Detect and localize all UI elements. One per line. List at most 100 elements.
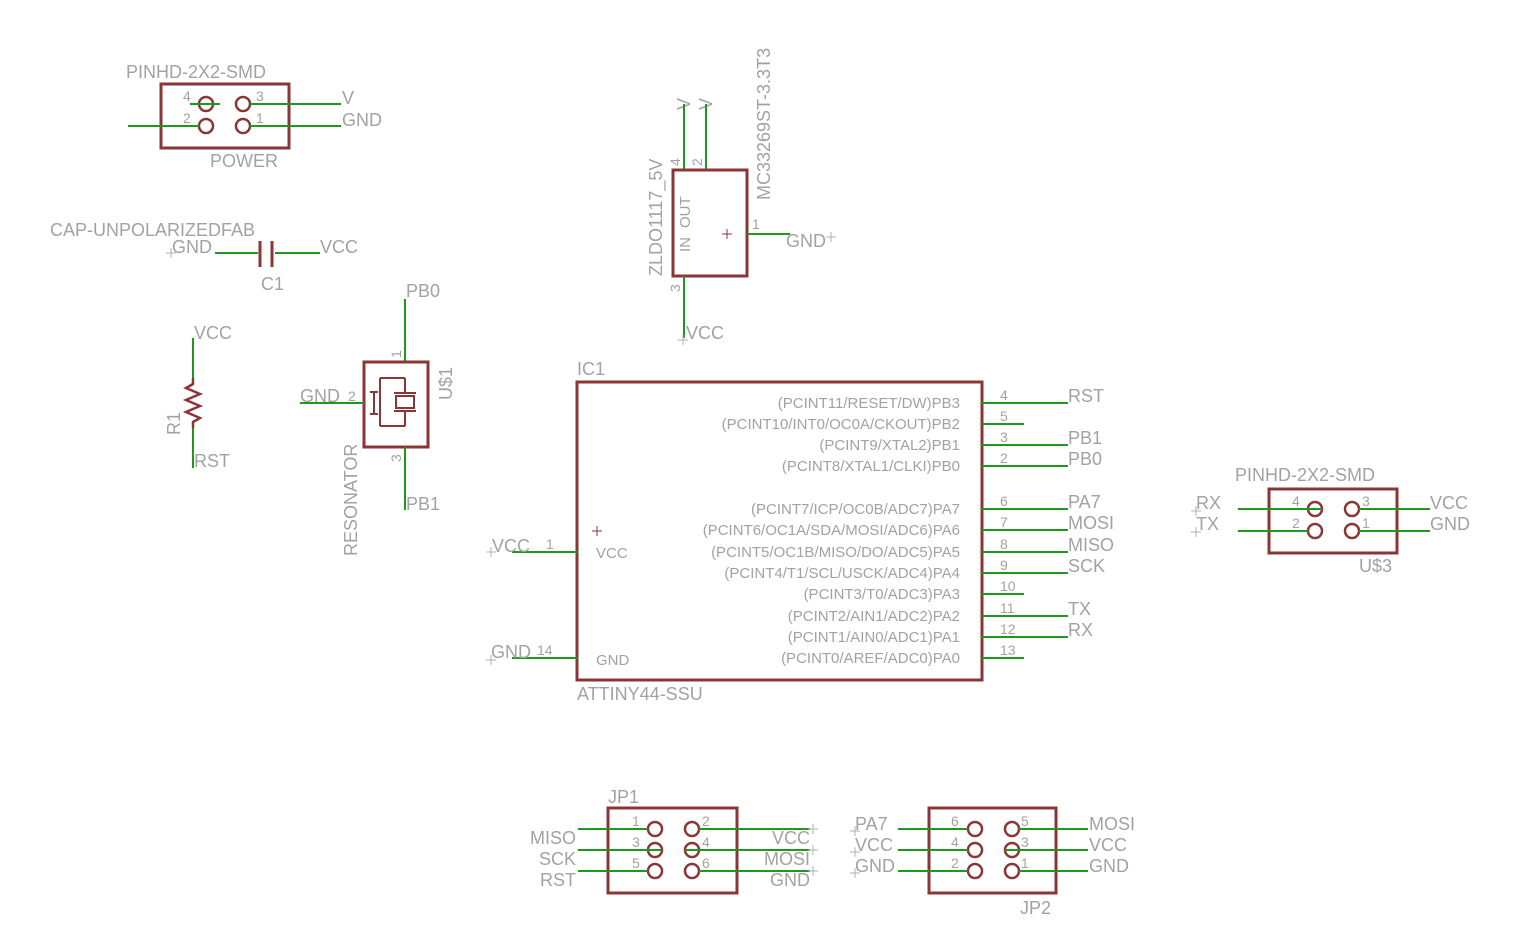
u3-net-vcc: VCC bbox=[1430, 493, 1468, 513]
jp2-pin-1: 1 bbox=[1021, 855, 1029, 871]
power-pin-1: 1 bbox=[256, 110, 264, 126]
ic1-pin-number: 8 bbox=[1000, 536, 1008, 552]
jp2-net-vcc-right: VCC bbox=[1089, 835, 1127, 855]
ic1-pin-name: (PCINT5/OC1B/MISO/DO/ADC5)PA5 bbox=[711, 544, 960, 561]
regulator-value: MC33269ST-3.3T3 bbox=[754, 48, 774, 200]
ic1-pin-name: (PCINT9/XTAL2)PB1 bbox=[819, 437, 960, 454]
u3-pad-2 bbox=[1306, 522, 1324, 540]
power-pin-3: 3 bbox=[256, 88, 264, 104]
jp1-pad-6 bbox=[683, 862, 701, 880]
ic1-attiny44[interactable]: IC1 VCC GND 1 14 VCC GND (PCINT11/RESET/… bbox=[486, 359, 1114, 704]
jp2-pin-3: 3 bbox=[1021, 834, 1029, 850]
regulator[interactable]: V V MC33269ST-3.3T3 ZLDO1117_5V 4 2 IN O… bbox=[646, 48, 836, 345]
power-header-label: POWER bbox=[210, 151, 278, 171]
jp2-pad-2 bbox=[966, 862, 984, 880]
regulator-gnd-net: GND bbox=[786, 231, 826, 251]
ic1-pin-number: 4 bbox=[1000, 387, 1008, 403]
power-header-body bbox=[159, 82, 291, 150]
ic1-gnd-net: GND bbox=[491, 642, 531, 662]
jp1-pad-5 bbox=[646, 862, 664, 880]
regulator-out-label: OUT bbox=[677, 196, 694, 228]
r1-zigzag bbox=[182, 378, 204, 428]
ic1-gnd-pin-num: 14 bbox=[537, 642, 553, 658]
ic1-pin-net: PB0 bbox=[1068, 449, 1102, 469]
ic1-pin-name: (PCINT3/T0/ADC3)PA3 bbox=[804, 586, 960, 603]
ic1-pin-number: 7 bbox=[1000, 514, 1008, 530]
regulator-net-v1: V bbox=[674, 98, 694, 110]
ic1-pin-name: (PCINT6/OC1A/SDA/MOSI/ADC6)PA6 bbox=[703, 522, 960, 539]
ic1-pin-net: RST bbox=[1068, 386, 1104, 406]
ic1-pin-number: 10 bbox=[1000, 578, 1016, 594]
power-header-name: PINHD-2X2-SMD bbox=[126, 62, 266, 82]
resonator-top-net: PB0 bbox=[406, 281, 440, 301]
jp2-pad-4 bbox=[966, 841, 984, 859]
jp1-pad-1 bbox=[646, 820, 664, 838]
ic1-pin-number: 9 bbox=[1000, 557, 1008, 573]
jp2-net-gnd-right: GND bbox=[1089, 856, 1129, 876]
ic1-pin-name: (PCINT4/T1/SCL/USCK/ADC4)PA4 bbox=[724, 565, 960, 582]
ic1-pin-number: 5 bbox=[1000, 408, 1008, 424]
jp2-pin-6: 6 bbox=[951, 813, 959, 829]
resonator-bottom-net: PB1 bbox=[406, 494, 440, 514]
u3-net-tx: TX bbox=[1196, 514, 1219, 534]
ic1-vcc-pin-name: VCC bbox=[596, 545, 628, 562]
header-jp2[interactable]: 6 4 2 5 3 1 PA7 VCC GND MOSI VCC GND JP2 bbox=[850, 806, 1135, 918]
jp1-net-gnd: GND bbox=[770, 870, 810, 890]
jp2-net-mosi: MOSI bbox=[1089, 814, 1135, 834]
jp2-pin-2: 2 bbox=[951, 855, 959, 871]
regulator-in-label: IN bbox=[677, 237, 694, 252]
ic1-pin-number: 2 bbox=[1000, 450, 1008, 466]
ic1-pin-number: 13 bbox=[1000, 642, 1016, 658]
power-pin-4: 4 bbox=[183, 88, 191, 104]
jp1-pin-6: 6 bbox=[702, 855, 710, 871]
ic1-pin-number: 6 bbox=[1000, 493, 1008, 509]
resonator-pin-1: 1 bbox=[388, 350, 404, 358]
jp1-pin-3: 3 bbox=[632, 834, 640, 850]
isp-header-jp1[interactable]: JP1 1 3 5 2 4 6 MISO SCK RST VCC MOSI GN… bbox=[530, 787, 818, 895]
ic1-pin-number: 3 bbox=[1000, 429, 1008, 445]
jp1-net-vcc: VCC bbox=[772, 828, 810, 848]
jp2-net-pa7: PA7 bbox=[855, 814, 888, 834]
c1-label: C1 bbox=[261, 274, 284, 294]
jp1-net-rst: RST bbox=[540, 870, 576, 890]
power-pad-3 bbox=[234, 95, 252, 113]
r1-top-net: VCC bbox=[194, 323, 232, 343]
regulator-vcc-net: VCC bbox=[686, 323, 724, 343]
jp2-pad-6 bbox=[966, 820, 984, 838]
jp2-label: JP2 bbox=[1020, 898, 1051, 918]
ic1-vcc-net: VCC bbox=[492, 536, 530, 556]
jp1-label: JP1 bbox=[608, 787, 639, 807]
power-pad-1 bbox=[234, 117, 252, 135]
ic1-pin-net: MOSI bbox=[1068, 513, 1114, 533]
power-net-v: V bbox=[342, 88, 354, 108]
c1-left-net: GND bbox=[172, 237, 212, 257]
regulator-body bbox=[671, 168, 749, 278]
jp1-pin-2: 2 bbox=[702, 813, 710, 829]
ic1-pin-net: PB1 bbox=[1068, 428, 1102, 448]
regulator-pin-2: 2 bbox=[689, 158, 705, 166]
c1-value: CAP-UNPOLARIZEDFAB bbox=[50, 220, 255, 240]
resonator-pin-3: 3 bbox=[388, 454, 404, 462]
resistor-r1[interactable]: VCC R1 RST bbox=[164, 323, 232, 471]
power-net-gnd: GND bbox=[342, 110, 382, 130]
resonator-u1[interactable]: PB0 PB1 GND 2 1 3 U$1 RESONATOR bbox=[300, 281, 456, 556]
capacitor-c1[interactable]: CAP-UNPOLARIZEDFAB GND VCC C1 bbox=[50, 220, 358, 294]
resonator-symbol bbox=[370, 377, 416, 427]
power-header[interactable]: PINHD-2X2-SMD 4 3 2 1 V GND POWER bbox=[126, 62, 382, 171]
serial-header-u3[interactable]: PINHD-2X2-SMD 4 3 2 1 RX TX VCC GND U$3 bbox=[1191, 465, 1470, 576]
u3-body bbox=[1267, 487, 1399, 555]
resonator-label: U$1 bbox=[436, 367, 456, 400]
r1-label: R1 bbox=[164, 412, 184, 435]
jp1-pin-5: 5 bbox=[632, 855, 640, 871]
regulator-net-v2: V bbox=[696, 98, 716, 110]
ic1-pin-number: 12 bbox=[1000, 621, 1016, 637]
regulator-name: ZLDO1117_5V bbox=[646, 159, 667, 276]
ic1-pin-name: (PCINT11/RESET/DW)PB3 bbox=[778, 395, 960, 412]
jp2-pin-4: 4 bbox=[951, 834, 959, 850]
r1-bottom-net: RST bbox=[194, 451, 230, 471]
ic1-pin-net: PA7 bbox=[1068, 492, 1101, 512]
u3-label: U$3 bbox=[1359, 556, 1392, 576]
u3-pin-3: 3 bbox=[1362, 493, 1370, 509]
jp1-pin-1: 1 bbox=[632, 813, 640, 829]
